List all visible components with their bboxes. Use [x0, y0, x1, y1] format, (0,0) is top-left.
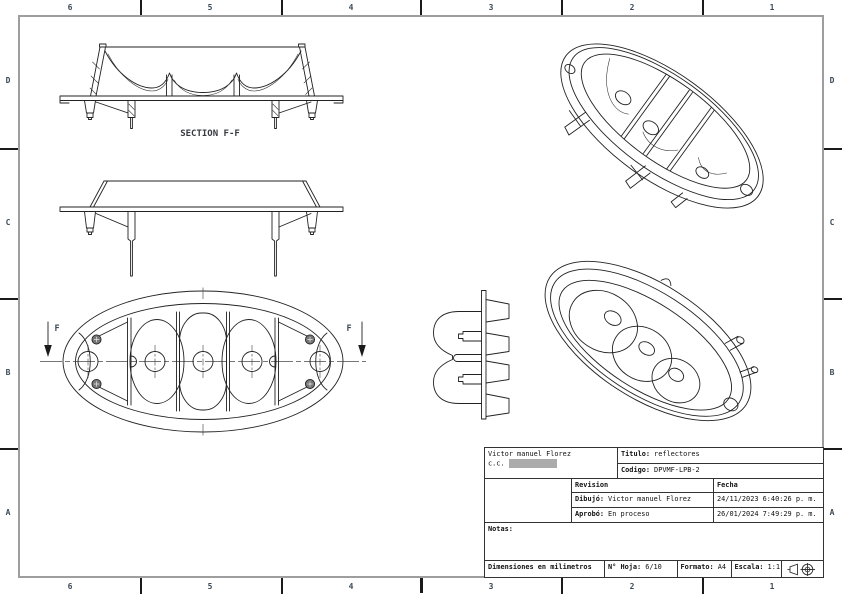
formato-value: A4: [717, 563, 727, 571]
dibujo-label: Dibujó:: [575, 494, 605, 503]
zone-divider-center: [419, 578, 423, 593]
aprobo-value: En proceso: [608, 509, 650, 518]
view-isometric-back: [560, 43, 764, 209]
zone-label-bottom: 2: [629, 582, 635, 591]
zone-label-top: 5: [207, 3, 213, 12]
zone-divider: [281, 0, 283, 15]
view-side: [433, 290, 510, 420]
owner-name: Victor manuel Florez: [488, 450, 571, 458]
signature-cell: [485, 479, 572, 523]
formato-label: Formato:: [680, 563, 714, 571]
zone-label-bottom: 5: [207, 582, 213, 591]
projection-symbol-cell: [782, 561, 823, 578]
revision-header: Revision: [575, 481, 609, 489]
zone-divider: [561, 0, 563, 15]
zone-label-bottom: 3: [488, 582, 494, 591]
mount-posts: [564, 110, 688, 209]
hoja-cell: N° Hoja:6/10: [605, 561, 678, 578]
zone-label-right: C: [829, 218, 835, 227]
aprobo-cell: Aprobó:En proceso: [572, 507, 714, 523]
zone-label-top: 2: [629, 3, 635, 12]
titulo-value: reflectores: [654, 450, 700, 458]
zone-label-left: D: [5, 76, 11, 85]
section-cut-arrows: F F: [44, 321, 366, 357]
view-section-ff: SECTION F-F: [59, 43, 344, 139]
section-arrow-label-left: F: [54, 324, 59, 334]
zone-label-left: C: [5, 218, 11, 227]
hoja-value: 6/10: [645, 563, 662, 571]
revision-header-cell: Revision: [572, 479, 714, 493]
section-arrow-label-right: F: [346, 324, 351, 334]
zone-divider: [702, 578, 704, 594]
mount-pin-markers: [91, 334, 315, 389]
third-angle-projection-icon: [787, 563, 815, 576]
hoja-label: N° Hoja:: [608, 563, 642, 571]
escala-value: 1:1: [767, 563, 780, 571]
dibujo-fecha-cell: 24/11/2023 6:40:26 p. m.: [714, 493, 824, 508]
aprobo-label: Aprobó:: [575, 509, 605, 518]
dibujo-fecha: 24/11/2023 6:40:26 p. m.: [717, 494, 817, 503]
formato-cell: Formato:A4: [678, 561, 732, 578]
zone-label-top: 1: [769, 3, 775, 12]
zone-divider: [0, 298, 18, 300]
zone-label-top: 3: [488, 3, 494, 12]
titulo-cell: Titulo:reflectores: [618, 448, 824, 464]
view-plan: F F: [40, 287, 366, 436]
zone-divider: [824, 298, 842, 300]
sheet-frame: [18, 15, 824, 578]
zone-divider: [561, 578, 563, 594]
codigo-cell: Codigo:DPVMF-LPB-2: [618, 464, 824, 479]
zone-label-left: B: [5, 368, 11, 377]
aprobo-fecha-cell: 26/01/2024 7:49:29 p. m.: [714, 508, 824, 523]
escala-cell: Escala:1:1: [732, 561, 782, 578]
zone-label-right: B: [829, 368, 835, 377]
aprobo-fecha: 26/01/2024 7:49:29 p. m.: [717, 509, 817, 518]
owner-cell: Victor manuel Florez c.c.: [485, 448, 618, 479]
zone-divider: [140, 0, 142, 15]
dibujo-cell: Dibujó:Victor manuel Florez: [572, 492, 714, 508]
zone-label-bottom: 6: [67, 582, 73, 591]
zone-divider: [702, 0, 704, 15]
zone-label-top: 4: [348, 3, 354, 12]
title-block: Victor manuel Florez c.c. Titulo:reflect…: [484, 447, 824, 578]
notas-label: Notas:: [488, 525, 513, 533]
fecha-header-cell: Fecha: [714, 479, 824, 493]
zone-label-bottom: 1: [769, 582, 775, 591]
mount-pegs: [660, 278, 759, 378]
zone-divider: [824, 148, 842, 150]
dimensiones-text: Dimensiones en milimetros: [488, 563, 592, 571]
owner-id-label: c.c.: [488, 459, 505, 468]
zone-label-bottom: 4: [348, 582, 354, 591]
escala-label: Escala:: [734, 563, 764, 571]
dibujo-value: Victor manuel Florez: [608, 494, 692, 503]
view-front-elevation: [59, 180, 344, 277]
view-isometric-front: [544, 260, 759, 422]
zone-divider: [0, 448, 18, 450]
notas-cell: Notas:: [485, 523, 824, 561]
zone-divider: [420, 0, 422, 15]
fecha-header: Fecha: [717, 481, 738, 489]
zone-label-top: 6: [67, 3, 73, 12]
zone-divider: [0, 148, 18, 150]
redacted-id: [508, 458, 557, 468]
codigo-label: Codigo:: [621, 465, 651, 474]
zone-label-right: D: [829, 76, 835, 85]
zone-label-left: A: [5, 508, 11, 517]
codigo-value: DPVMF-LPB-2: [654, 465, 700, 474]
zone-divider: [824, 448, 842, 450]
zone-divider: [140, 578, 142, 594]
dimensiones-cell: Dimensiones en milimetros: [485, 561, 605, 578]
section-label: SECTION F-F: [180, 129, 240, 139]
zone-divider: [281, 578, 283, 594]
titulo-label: Titulo:: [621, 450, 651, 458]
zone-label-right: A: [829, 508, 835, 517]
